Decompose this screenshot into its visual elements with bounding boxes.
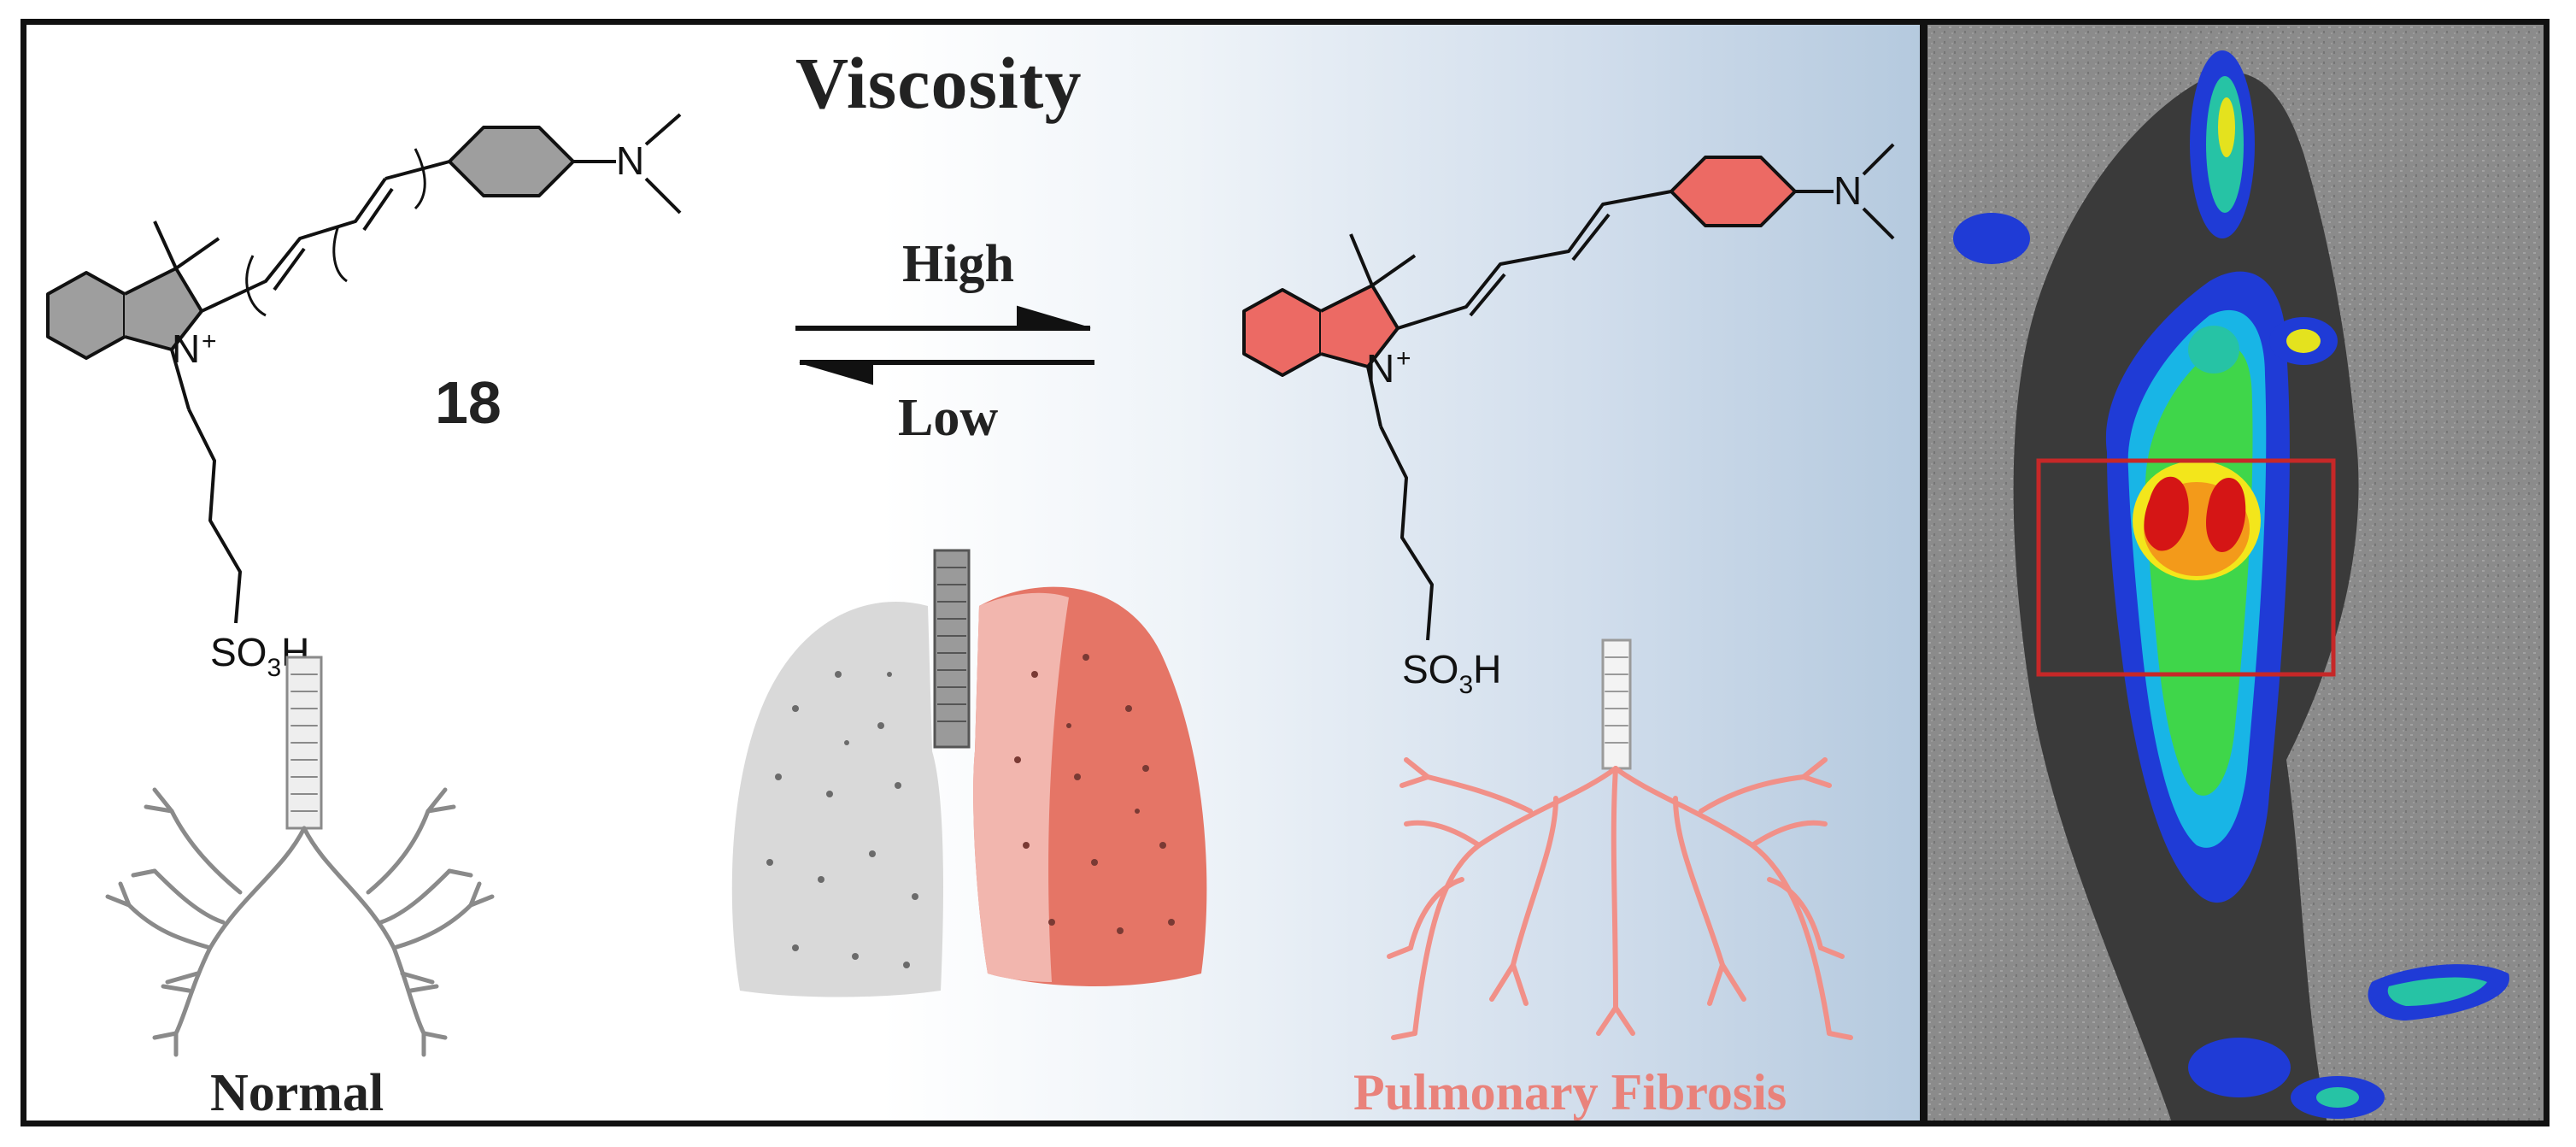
phenyl-ring-red (1669, 156, 1797, 227)
signal-foot-core (2316, 1087, 2359, 1108)
lung-texture-dots-left (766, 671, 918, 968)
nitrogen-atom-18: N (172, 326, 200, 371)
lung-texture-dots-right (1014, 654, 1175, 934)
cation-charge-18: + (202, 327, 217, 356)
phenyl-ring-gray (448, 126, 575, 197)
panel-divider (1920, 25, 1928, 1121)
signal-hind-leg-core (2387, 977, 2487, 1006)
signal-red-lung-right (2206, 478, 2246, 552)
mouse-imaging-svg (1928, 25, 2544, 1121)
equilibrium-label-high: High (902, 235, 1014, 293)
compound-number: 18 (435, 369, 502, 436)
signal-paw-1 (2188, 326, 2239, 374)
benzene-ring-gray (46, 271, 126, 360)
signal-tail-base (2188, 1038, 2291, 1097)
molecule-18 (46, 113, 682, 624)
figure-frame: N + N SO3H N + N SO3H (21, 19, 2550, 1126)
caption-normal: Normal (210, 1064, 384, 1122)
cation-charge-planar: + (1396, 344, 1411, 373)
central-trachea (933, 549, 971, 749)
reverse-arrowhead (799, 362, 873, 385)
amine-nitrogen-18: N (616, 138, 644, 183)
figure-title: Viscosity (795, 42, 1083, 124)
signal-red-lung-left (2144, 476, 2189, 551)
amine-nitrogen-planar: N (1834, 168, 1862, 213)
equilibrium-label-low: Low (898, 389, 999, 447)
molecule-planar (1242, 143, 1895, 641)
nitrogen-atom-planar: N (1366, 346, 1394, 391)
caption-pulmonary-fibrosis: Pulmonary Fibrosis (1353, 1064, 1787, 1121)
fibrotic-bronchial-tree (1387, 638, 1853, 1040)
forward-arrowhead (1017, 305, 1091, 329)
signal-ear (1953, 213, 2030, 264)
in-vivo-fluorescence-image (1928, 25, 2544, 1121)
diagram-svg: N + N SO3H N + N SO3H (46, 113, 1895, 1057)
roi-box (2036, 458, 2336, 677)
equilibrium-arrows (795, 305, 1094, 385)
fibrotic-trachea (1601, 638, 1632, 770)
fibrotic-lung-highlight (973, 592, 1069, 982)
lungs-illustration (731, 549, 1207, 997)
normal-bronchial-tree (105, 656, 495, 1057)
signal-paw-2-core (2286, 329, 2321, 353)
signal-head-yellow (2218, 97, 2235, 157)
normal-lung-left (731, 602, 943, 997)
benzene-ring-red (1242, 288, 1323, 377)
sulfonate-group-planar: SO3H (1402, 647, 1501, 699)
